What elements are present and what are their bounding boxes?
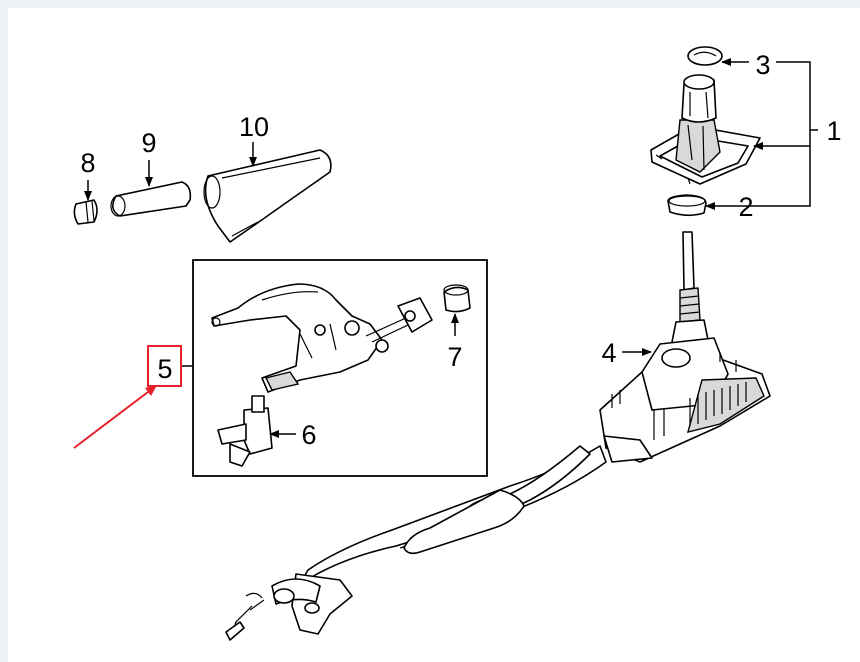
part-7-bushing — [443, 284, 471, 313]
part-4-shifter-assembly — [599, 231, 771, 463]
part-5-group-box — [192, 259, 488, 477]
shift-cables — [225, 445, 607, 641]
callout-6: 6 — [301, 420, 316, 450]
part-3-cap — [687, 46, 723, 66]
callout-1: 1 — [826, 116, 841, 146]
part-6-switch — [217, 395, 273, 467]
callout-3: 3 — [755, 50, 770, 80]
part-5-shift-lever — [211, 283, 433, 393]
callout-8: 8 — [80, 148, 95, 178]
highlight-box — [147, 345, 182, 387]
part-2-ring — [667, 194, 707, 217]
diagram-page — [8, 8, 860, 662]
callout-2: 2 — [738, 192, 753, 222]
callout-9: 9 — [141, 128, 156, 158]
part-9-grip — [110, 181, 192, 217]
part-8-end-cap — [73, 199, 98, 225]
leader-lines — [73, 58, 818, 449]
callout-4: 4 — [601, 338, 616, 368]
callout-5: 5 — [157, 354, 172, 384]
callout-7: 7 — [447, 342, 462, 372]
highlight-arrow — [73, 385, 157, 449]
callout-10: 10 — [239, 112, 269, 142]
part-1-knob-boot — [650, 74, 761, 185]
part-10-boot — [203, 149, 332, 243]
